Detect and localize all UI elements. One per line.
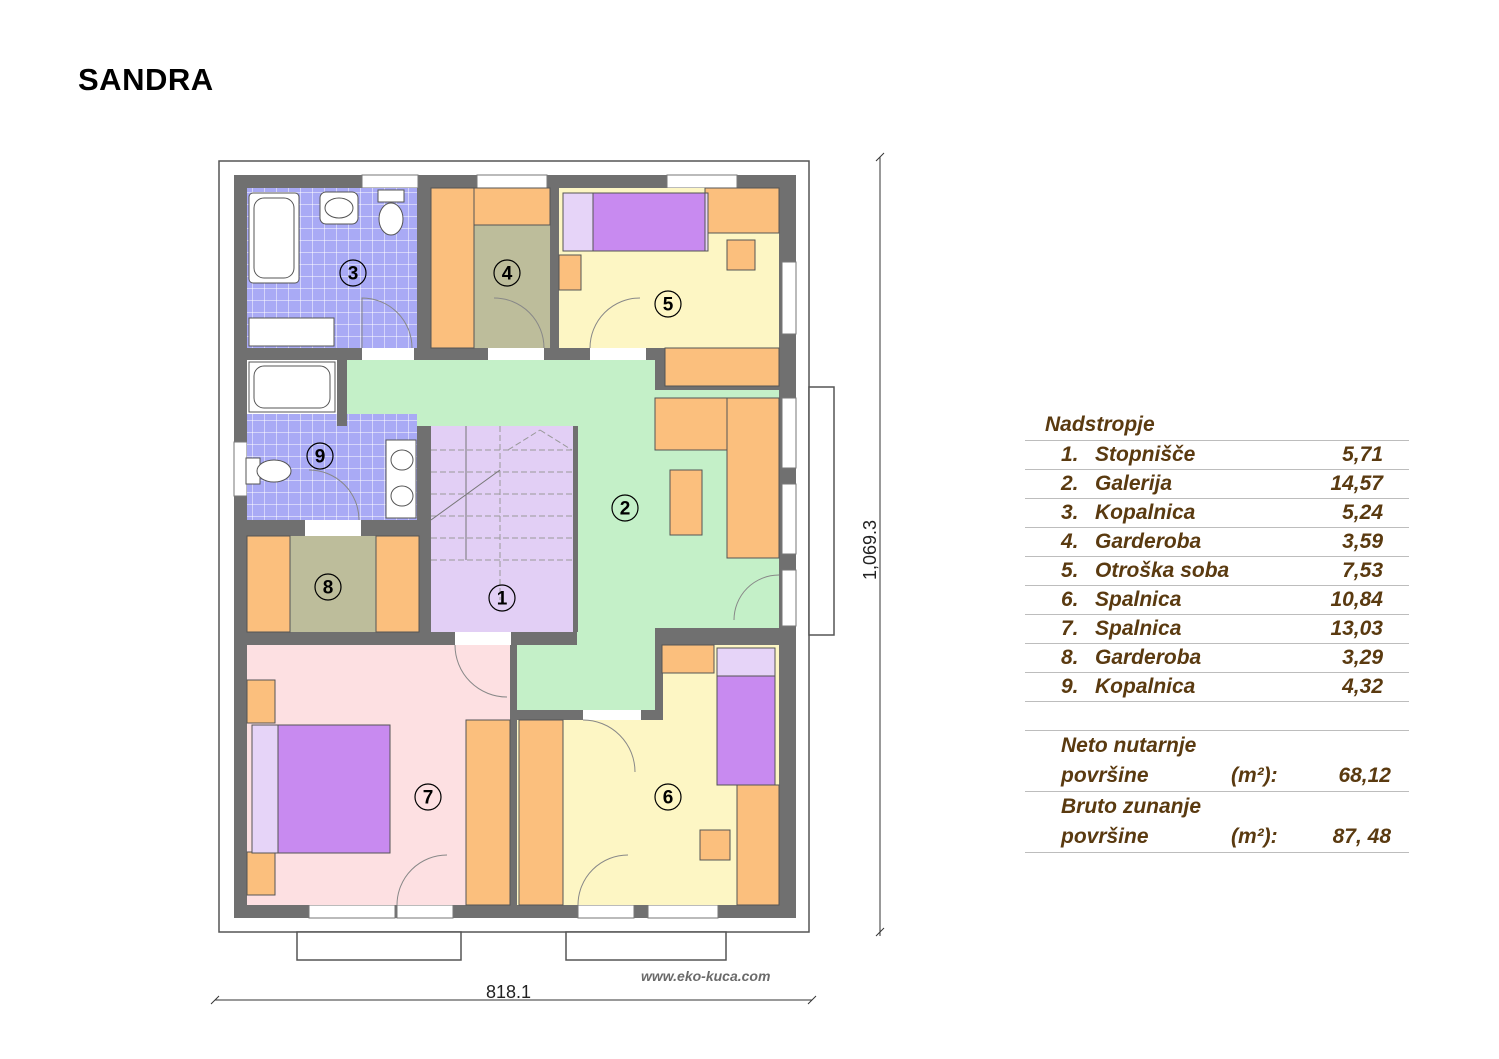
room-number-6: 6 [663,788,674,809]
legend-num: 1. [1061,443,1079,466]
height-dimension-label: 1,069.3 [860,519,880,580]
legend-area: 3,29 [1342,646,1383,669]
legend-area: 7,53 [1342,559,1383,582]
room-number-7: 7 [423,788,434,809]
wardrobes [246,187,780,906]
legend-name: Spalnica [1095,588,1182,611]
room-marker-2 [611,494,639,522]
legend-row: 2. Galerija 14,57 [1025,470,1409,499]
door-swings [308,297,780,906]
room-number-2: 2 [620,499,631,520]
legend-row: 5. Otroška soba 7,53 [1025,557,1409,586]
legend-name: Kopalnica [1095,501,1196,524]
bay-window-east [808,386,835,636]
legend-num: 9. [1061,675,1079,698]
legend-area: 5,71 [1342,443,1383,466]
legend-bruto-row: Bruto zunanje površine (m²): 87, 48 [1025,792,1409,853]
bruto-unit: (m²): [1231,825,1278,848]
beds [251,192,776,854]
legend-heading: Nadstropje [1025,410,1409,441]
legend-name: Kopalnica [1095,675,1196,698]
legend-name: Garderoba [1095,530,1202,553]
legend-row: 6. Spalnica 10,84 [1025,586,1409,615]
room-marker-1 [488,584,516,612]
room-number-4: 4 [502,264,513,285]
room-4-garderoba [474,225,550,348]
room-number-3: 3 [348,264,359,285]
legend-row: 8. Garderoba 3,29 [1025,644,1409,673]
room-number-8: 8 [323,578,334,599]
legend-area: 4,32 [1342,675,1383,698]
legend-rows: 1. Stopnišče 5,71 2. Galerija 14,57 3. Kopalnic… [1025,441,1409,702]
room-number-1: 1 [497,589,508,610]
dimension-lines [210,152,885,1005]
legend-area: 5,24 [1342,501,1383,524]
sanitary [245,189,417,519]
website-watermark: www.eko-kuca.com [641,968,771,984]
room-marker-8 [314,573,342,601]
neto-label: Neto nutarnje površine [1061,734,1197,787]
room-number-9: 9 [315,447,326,468]
legend-neto-row: Neto nutarnje površine (m²): 68,12 [1025,731,1409,792]
width-dimension-label: 818.1 [486,982,532,1002]
legend-name: Otroška soba [1095,559,1230,582]
room-marker-4 [493,259,521,287]
legend-area: 13,03 [1330,617,1383,640]
legend-area: 10,84 [1330,588,1383,611]
room-marker-7 [414,783,442,811]
legend-num: 4. [1061,530,1079,553]
stairs-arrow [430,426,501,560]
room-number-markers [306,259,682,811]
legend-area: 3,59 [1342,530,1383,553]
room-number-labels: 1 2 3 4 5 6 7 8 9 [315,264,674,809]
legend-name: Galerija [1095,472,1173,495]
bay-window-left [296,931,462,961]
door-openings [305,348,646,720]
legend-area: 14,57 [1330,472,1383,495]
legend-num: 5. [1061,559,1079,582]
room-marker-3 [339,259,367,287]
legend-num: 7. [1061,617,1079,640]
room-marker-9 [306,442,334,470]
bay-window-right [565,931,727,961]
room-number-5: 5 [663,295,674,316]
legend-name: Garderoba [1095,646,1202,669]
plan-title: SANDRA [78,62,214,97]
legend-row: 9. Kopalnica 4,32 [1025,673,1409,702]
area-legend: Nadstropje 1. Stopnišče 5,71 2. Galerija 14,5… [1025,410,1409,853]
legend-spacer [1025,702,1409,731]
room-8-garderoba [290,536,376,632]
stairs-lines [431,426,573,600]
neto-unit: (m²): [1231,764,1278,787]
neto-value: 68,12 [1338,764,1391,787]
room-marker-6 [654,783,682,811]
room-1-stopnisce [431,426,573,632]
legend-num: 8. [1061,646,1079,669]
legend-row: 3. Kopalnica 5,24 [1025,499,1409,528]
legend-name: Spalnica [1095,617,1182,640]
legend-name: Stopnišče [1095,443,1196,466]
legend-row: 7. Spalnica 13,03 [1025,615,1409,644]
legend-row: 4. Garderoba 3,59 [1025,528,1409,557]
room-marker-5 [654,290,682,318]
legend-row: 1. Stopnišče 5,71 [1025,441,1409,470]
bruto-value: 87, 48 [1332,825,1391,848]
legend-num: 6. [1061,588,1079,611]
bruto-label: Bruto zunanje površine [1061,795,1201,848]
windows [233,174,797,919]
legend-num: 3. [1061,501,1079,524]
legend-num: 2. [1061,472,1079,495]
